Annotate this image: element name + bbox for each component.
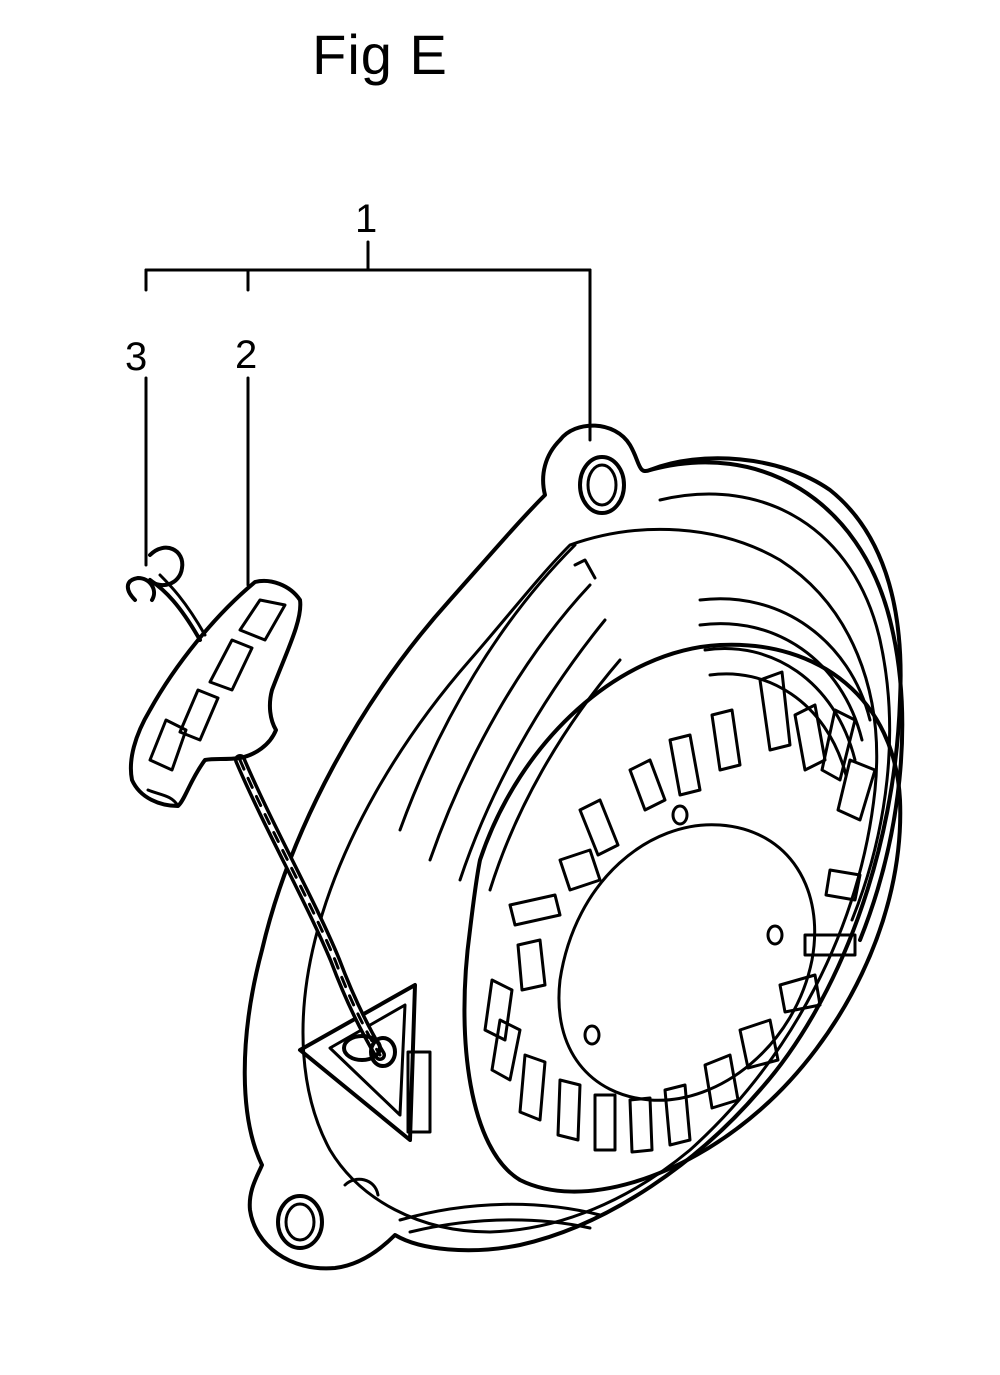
starter-handle (128, 579, 303, 808)
reference-callouts: 1 3 2 (125, 197, 592, 587)
ref-label-rope-end: 3 (125, 335, 147, 379)
rope-end-knot (125, 545, 207, 642)
vent-slots (483, 670, 877, 1154)
rope-guide (298, 983, 432, 1142)
ref-label-assembly: 1 (355, 197, 377, 241)
starter-housing (242, 423, 905, 1271)
starter-rope (234, 754, 397, 1068)
figure-title: Fig E (312, 23, 448, 86)
ref-label-handle: 2 (235, 333, 257, 377)
leader-lines (144, 240, 592, 587)
